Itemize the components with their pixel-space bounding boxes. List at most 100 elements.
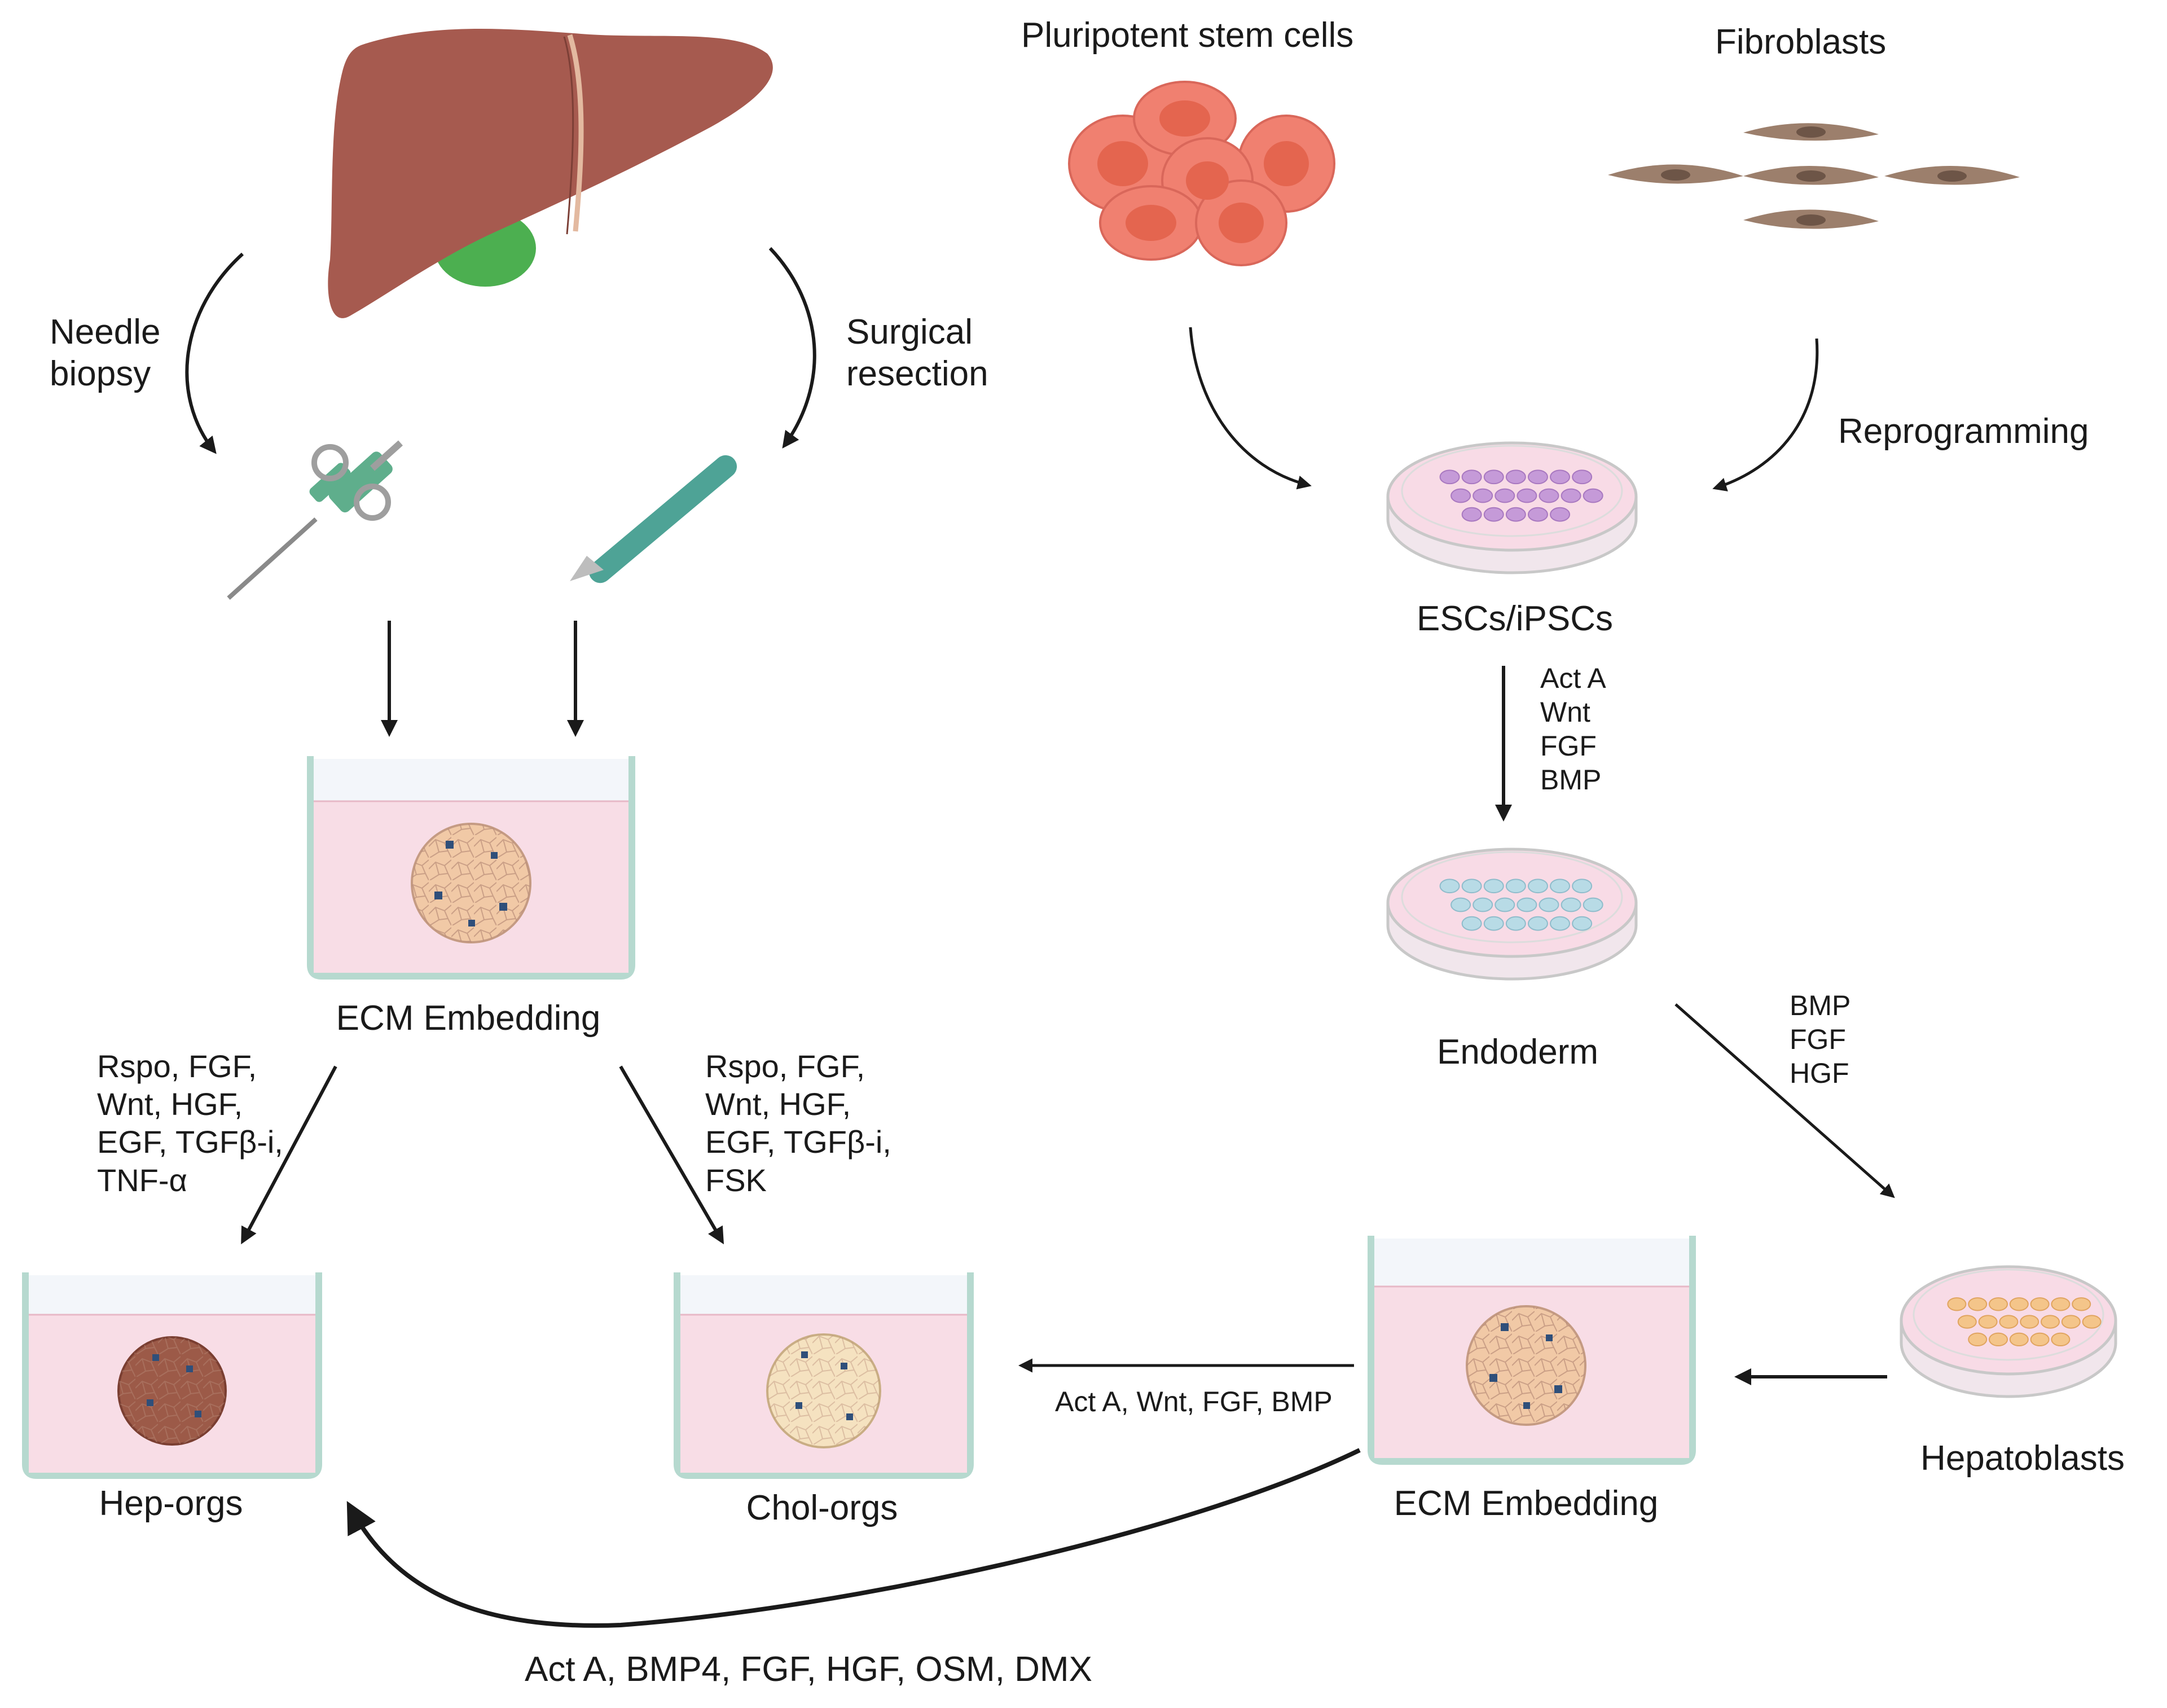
reprogramming-label: Reprogramming (1838, 412, 2089, 451)
endoderm-label: Endoderm (1436, 1033, 1599, 1072)
hep-orgs-label: Hep-orgs (99, 1484, 243, 1523)
pluripotent-stem-cells (1068, 81, 1335, 266)
cell (1550, 469, 1571, 485)
cell (1989, 1297, 2008, 1311)
cell (2041, 1315, 2060, 1329)
pluripotent-label: Pluripotent stem cells (1021, 16, 1354, 55)
hep-orgs-well (22, 1272, 322, 1479)
cell (2082, 1315, 2102, 1329)
cell (1947, 1297, 1967, 1311)
cell (1539, 897, 1559, 912)
arrow-fibro-to-dish (1712, 338, 1819, 491)
cell (1550, 916, 1571, 931)
cell (1517, 897, 1537, 912)
factors-to-hep-orgs: Act A, BMP4, FGF, HGF, OSM, DMX (525, 1650, 1092, 1689)
ecm-embedding-right-label: ECM Embedding (1394, 1484, 1659, 1523)
factors-to-endoderm: Act A Wnt FGF BMP (1540, 662, 1606, 796)
needle-biopsy-label: Needle biopsy (50, 313, 161, 394)
ecm-embedding-left-label: ECM Embedding (336, 999, 601, 1038)
cell (1505, 879, 1526, 894)
cell (1505, 507, 1526, 522)
arrow-surgical-resection (768, 247, 816, 449)
cell (1495, 897, 1515, 912)
factors-to-hepatoblasts: BMP FGF HGF (1790, 990, 1851, 1089)
arrow-needle-biopsy (185, 252, 244, 454)
cell (1495, 488, 1515, 503)
cell (1450, 488, 1471, 503)
cell (1583, 897, 1603, 912)
factors-to-chol-orgs: Act A, Wnt, FGF, BMP (1055, 1386, 1333, 1417)
hepatoblasts-label: Hepatoblasts (1920, 1439, 2125, 1478)
cell (2009, 1332, 2029, 1347)
cell (1450, 897, 1471, 912)
endoderm-dish (1386, 848, 1638, 981)
fibroblasts-label: Fibroblasts (1715, 23, 1887, 62)
cell (1989, 1332, 2008, 1347)
cell (1527, 916, 1548, 931)
factors-hep-orgs-medium: Rspo, FGF, Wnt, HGF, EGF, TGFβ-i, TNF-α (97, 1048, 283, 1198)
arrow-stem-to-dish (1189, 327, 1312, 490)
arrow-endoderm-to-hepatoblasts (1674, 1003, 1895, 1198)
cell (2020, 1315, 2039, 1329)
fibroblast-cells (1608, 123, 2020, 229)
cell (2061, 1315, 2081, 1329)
cell (1483, 879, 1504, 894)
arrow-ecm-to-hep-orgs (241, 1065, 337, 1245)
cell (2051, 1332, 2071, 1347)
cell (1978, 1315, 1998, 1329)
cell (1527, 507, 1548, 522)
cell (1539, 488, 1559, 503)
chol-orgs-well (674, 1272, 974, 1479)
ecm-well-left (307, 756, 635, 980)
biopsy-needle-icon (227, 440, 403, 600)
cell (1461, 916, 1482, 931)
cell (1957, 1315, 1977, 1329)
cell (1439, 469, 1460, 485)
chol-orgs-label: Chol-orgs (746, 1489, 898, 1527)
cell (2030, 1297, 2050, 1311)
scalpel-icon (570, 455, 737, 583)
liver-illustration (328, 29, 773, 318)
cell (1483, 507, 1504, 522)
hepatoblast-dish (1900, 1265, 2117, 1398)
ecm-well-right (1368, 1236, 1696, 1465)
cell (1561, 897, 1581, 912)
arrow-well-to-hep-orgs (346, 1448, 1361, 1628)
cell (1572, 916, 1593, 931)
cell (1472, 897, 1493, 912)
cell (1527, 879, 1548, 894)
cell (1461, 879, 1482, 894)
surgical-resection-label: Surgical resection (846, 313, 988, 394)
cell (1505, 916, 1526, 931)
cell (1527, 469, 1548, 485)
escs-dish (1386, 441, 1638, 574)
cell (1472, 488, 1493, 503)
cell (1572, 879, 1593, 894)
cell (1439, 879, 1460, 894)
cell (2051, 1297, 2071, 1311)
factors-chol-orgs-medium: Rspo, FGF, Wnt, HGF, EGF, TGFβ-i, FSK (705, 1048, 891, 1198)
cell (2030, 1332, 2050, 1347)
cell (1505, 469, 1526, 485)
cell (1968, 1332, 1988, 1347)
cell (1483, 916, 1504, 931)
cell (1461, 469, 1482, 485)
cell (1583, 488, 1603, 503)
cell (1550, 879, 1571, 894)
liver (328, 29, 773, 318)
escs-ipscs-label: ESCs/iPSCs (1417, 599, 1613, 638)
cell (1517, 488, 1537, 503)
cell (1550, 507, 1571, 522)
cell (1572, 469, 1593, 485)
cell (1483, 469, 1504, 485)
cell (1999, 1315, 2019, 1329)
arrow-ecm-to-chol-orgs (619, 1065, 724, 1245)
cell (2072, 1297, 2091, 1311)
cell (1561, 488, 1581, 503)
cell (1461, 507, 1482, 522)
arrows (185, 247, 1895, 1628)
cell (1968, 1297, 1988, 1311)
cell (2009, 1297, 2029, 1311)
